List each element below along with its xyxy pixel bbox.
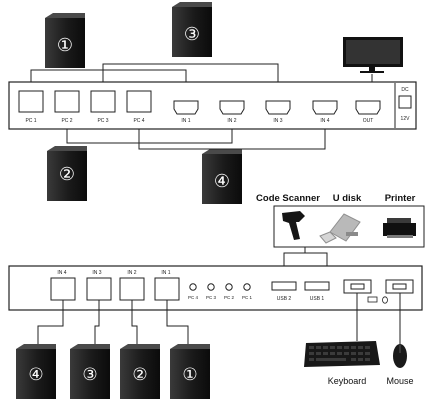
svg-text:IN 4: IN 4	[57, 270, 66, 276]
bottom-connection-lines	[37, 293, 401, 351]
svg-text:PC 3: PC 3	[97, 118, 108, 124]
keyboard-icon	[304, 341, 380, 367]
top-connection-lines	[30, 63, 373, 150]
pc-number-label: ①	[182, 365, 197, 384]
bottom-pc-1: ①	[170, 344, 210, 399]
svg-text:USB 1: USB 1	[310, 296, 325, 302]
usb-a-port-1: USB 1	[304, 281, 330, 302]
top-pc-4: ④	[202, 149, 242, 204]
pc-number-label: ②	[59, 164, 75, 184]
usb-b-port-pc3: PC 3	[90, 90, 116, 124]
usb-a-port-2: USB 2	[271, 281, 297, 302]
bottom-kvm-unit: IN 4 IN 3 IN 2 IN 1 PC 4 PC 3 PC 2 PC 1 …	[8, 265, 423, 311]
hdmi-port-in4: IN 4	[312, 100, 338, 124]
svg-text:DC: DC	[401, 87, 409, 93]
mouse-small-icon	[382, 296, 388, 304]
keyboard-small-icon	[367, 296, 378, 303]
u-disk-label: U disk	[333, 193, 362, 204]
svg-text:IN 4: IN 4	[320, 118, 329, 124]
pc-number-label: ③	[184, 24, 200, 44]
keyboard-keys	[309, 346, 370, 361]
usb-b-port-pc4: PC 4	[126, 90, 152, 124]
svg-text:PC 1: PC 1	[242, 295, 253, 300]
pc-number-label: ④	[28, 365, 43, 384]
usb-disk-icon	[319, 213, 361, 244]
hdmi-port-in3: IN 3	[265, 100, 291, 124]
svg-text:IN 3: IN 3	[92, 270, 101, 276]
svg-text:USB 2: USB 2	[277, 296, 292, 302]
printer-label: Printer	[385, 193, 416, 204]
led-pc3: PC 3	[206, 283, 217, 300]
hdmi-port-out: OUT	[355, 100, 381, 124]
top-pc-3: ③	[172, 2, 212, 57]
svg-text:PC 2: PC 2	[61, 118, 72, 124]
bottom-pc-3: ③	[70, 344, 110, 399]
svg-text:PC 4: PC 4	[133, 118, 144, 124]
hdmi-port-in1: IN 1	[173, 100, 199, 124]
top-kvm-unit: PC 1 PC 2 PC 3 PC 4 IN 1 IN 2 IN 3 IN 4 …	[8, 81, 417, 130]
top-pc-2: ②	[47, 146, 87, 201]
keyboard-label: Keyboard	[328, 376, 367, 386]
usb-b-port-pc1: PC 1	[18, 90, 44, 124]
pc-number-label: ③	[82, 365, 97, 384]
pc-number-label: ④	[214, 171, 230, 191]
svg-text:IN 1: IN 1	[161, 270, 170, 276]
led-pc2: PC 2	[224, 283, 235, 300]
top-pc-1: ①	[45, 13, 85, 68]
svg-text:IN 2: IN 2	[127, 270, 136, 276]
monitor-icon	[343, 37, 403, 73]
code-scanner-label: Code Scanner	[256, 193, 320, 204]
bottom-pc-4: ④	[16, 344, 56, 399]
svg-text:IN 3: IN 3	[273, 118, 282, 124]
svg-text:PC 4: PC 4	[188, 295, 199, 300]
dc-power-jack: DC 12V	[398, 87, 412, 122]
mouse-icon	[393, 344, 407, 368]
bottom-pc-2: ②	[120, 344, 160, 399]
svg-text:PC 2: PC 2	[224, 295, 235, 300]
svg-text:IN 1: IN 1	[181, 118, 190, 124]
svg-text:IN 2: IN 2	[227, 118, 236, 124]
svg-text:PC 3: PC 3	[206, 295, 217, 300]
usb-peripheral-connector	[283, 252, 328, 266]
printer-icon	[383, 218, 416, 238]
usb-b-port-pc2: PC 2	[54, 90, 80, 124]
mouse-label: Mouse	[386, 376, 413, 386]
pc-number-label: ①	[57, 35, 73, 55]
svg-text:PC 1: PC 1	[25, 118, 36, 124]
svg-text:12V: 12V	[401, 116, 411, 122]
barcode-scanner-icon	[282, 211, 305, 240]
pc-number-label: ②	[132, 365, 147, 384]
led-pc4: PC 4	[188, 283, 199, 300]
led-pc1: PC 1	[242, 283, 253, 300]
svg-text:OUT: OUT	[363, 118, 374, 124]
hdmi-port-in2: IN 2	[219, 100, 245, 124]
